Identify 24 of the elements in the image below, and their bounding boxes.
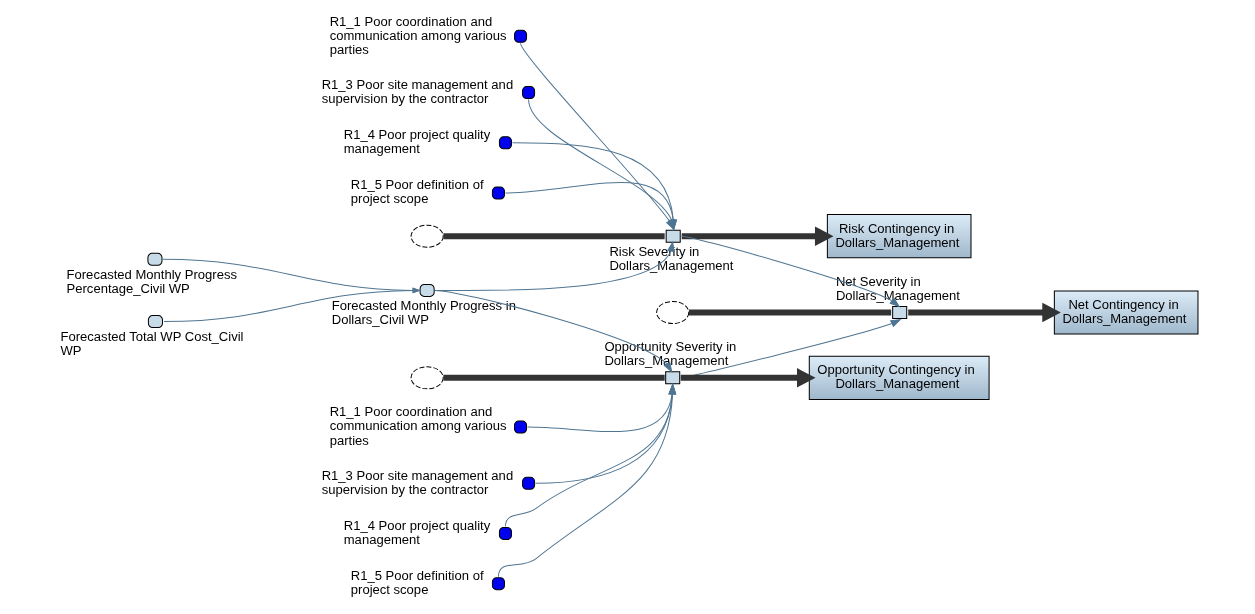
node-label: Forecasted Total WP Cost_Civil WP (60, 329, 244, 359)
node-label: R1_3 Poor site management and supervision by the contractor (321, 76, 514, 107)
node-label: R1_1 Poor coordination and communication among various parties (329, 13, 507, 57)
node-label: R1_5 Poor definition of project scope (350, 177, 484, 207)
arrow (681, 235, 900, 307)
node-box: Net Contingency in Dollars_Management (1053, 290, 1199, 335)
node-label: R1_3 Poor site management and supervision by the contractor (321, 467, 514, 497)
node-label: R1_5 Poor definition of project scope (350, 568, 484, 598)
node-label: R1_4 Poor project quality management (343, 517, 491, 547)
node-label: R1_4 Poor project quality management (343, 127, 491, 157)
arrow (680, 319, 901, 379)
node-box: Opportunity Contingency in Dollars_Management (808, 355, 990, 400)
arrow (680, 368, 816, 388)
connector (443, 374, 665, 381)
node-cloud (656, 301, 690, 325)
node-cloud (410, 366, 444, 390)
arrow (434, 289, 673, 373)
arrow (908, 302, 1061, 323)
node-label: R1_1 Poor coordination and communication among various parties (329, 404, 507, 448)
node-label: Forecasted Monthly Progress Percentage_Civil WP (66, 266, 237, 296)
arrow (681, 226, 834, 246)
node-cloud (410, 224, 444, 248)
node-box: Risk Contingency in Dollars_Management (826, 214, 972, 259)
connector (443, 233, 665, 240)
